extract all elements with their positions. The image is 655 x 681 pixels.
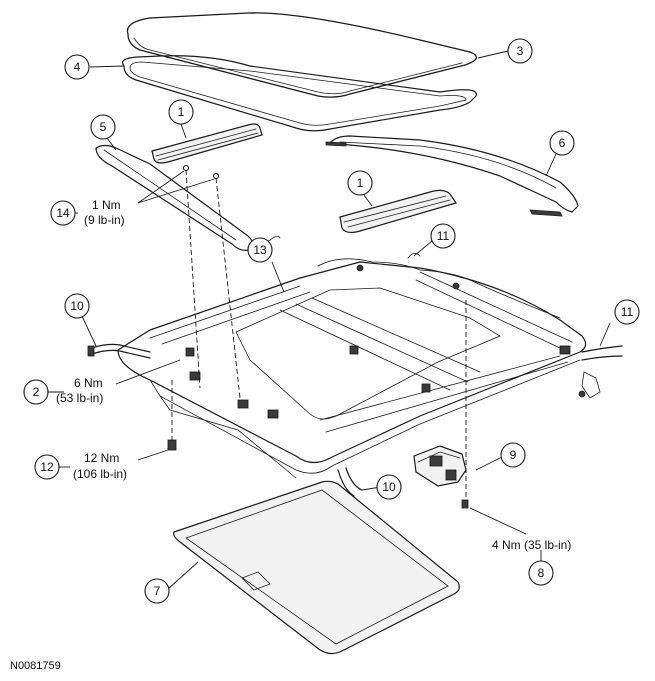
callout-1-upper: 1 [168,99,194,125]
fasteners [167,164,469,509]
callout-8-number: 8 [538,566,545,580]
callout-5-number: 5 [100,120,107,134]
callout-3-number: 3 [517,44,524,58]
torque-12-nm: 12 Nm [84,451,119,465]
callout-10-left: 10 [64,293,90,319]
torque-14-lbin: (9 lb-in) [84,213,125,227]
deflector-seal-lower [339,189,457,234]
callout-11-right: 11 [614,299,640,325]
callout-14: 14 [50,200,76,226]
callout-12: 12 [34,454,60,480]
deflector-seal-upper [151,123,263,164]
callout-11-upper: 11 [430,223,456,249]
sunroof-motor [413,445,467,487]
callout-4: 4 [64,54,90,80]
callout-13-number: 13 [253,243,267,257]
callout-2: 2 [23,379,49,405]
callout-11-upper-number: 11 [437,229,450,243]
callout-6-number: 6 [559,136,566,150]
sunshade [173,480,460,655]
torque-8: 4 Nm (35 lb-in) [492,538,571,552]
torque-12-lbin: (106 lb-in) [73,467,127,481]
callout-2-number: 2 [33,385,40,399]
torque-14-nm: 1 Nm [92,198,121,212]
diagram-id: N0081759 [10,660,61,672]
callout-11-right-number: 11 [621,305,634,319]
callout-1-lower: 1 [347,170,373,196]
callout-8: 8 [528,560,554,586]
callout-7-number: 7 [154,584,161,598]
torque-2-nm: 6 Nm [74,376,103,390]
callout-4-number: 4 [74,60,81,74]
callout-5: 5 [90,114,116,140]
callout-6: 6 [549,130,575,156]
torque-2-lbin: (53 lb-in) [56,391,103,405]
drain-hoses [87,343,623,497]
callout-10-left-number: 10 [70,299,84,313]
callout-9-number: 9 [510,448,517,462]
fastener-lines [171,169,467,500]
callout-10-lower-number: 10 [382,480,396,494]
callout-10-lower: 10 [376,474,402,500]
sunroof-frame [117,253,601,479]
callout-1-lower-number: 1 [357,176,364,190]
callout-14-number: 14 [56,206,70,220]
glass-seal [122,55,477,132]
leader-lines [46,50,611,590]
side-trim-right [325,135,579,217]
callout-7: 7 [144,578,170,604]
callout-13: 13 [247,237,273,263]
callout-9: 9 [500,442,526,468]
callout-12-number: 12 [40,460,54,474]
callout-3: 3 [507,38,533,64]
callout-1-upper-number: 1 [178,105,185,119]
glass-panel [126,12,477,98]
